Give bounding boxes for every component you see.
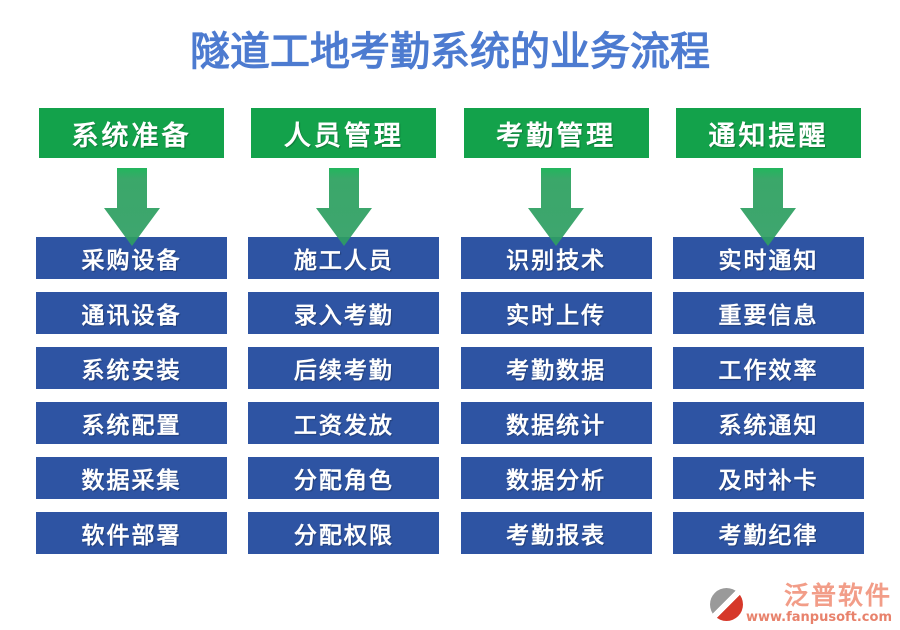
step-box: 重要信息 <box>672 292 864 334</box>
step-box: 及时补卡 <box>672 457 864 499</box>
step-box: 实时通知 <box>672 237 864 279</box>
column-personnel-management: 人员管理 施工人员 录入考勤 后续考勤 工资发放 分配角色 分配权限 <box>248 108 440 554</box>
brand-watermark: 泛普软件 www.fanpusoft.com <box>709 583 892 626</box>
step-box: 分配角色 <box>248 457 440 499</box>
step-box: 系统安装 <box>36 347 227 389</box>
step-box: 数据统计 <box>460 402 652 444</box>
fanpu-logo-icon <box>709 588 743 622</box>
down-arrow-icon <box>528 168 585 246</box>
step-box: 实时上传 <box>460 292 652 334</box>
down-arrow-icon <box>315 168 372 246</box>
brand-url: www.fanpusoft.com <box>745 610 892 626</box>
step-box: 数据采集 <box>36 457 227 499</box>
step-box: 工作效率 <box>672 347 864 389</box>
step-box: 系统配置 <box>36 402 227 444</box>
step-box: 软件部署 <box>36 512 227 554</box>
column-notification-reminder: 通知提醒 实时通知 重要信息 工作效率 系统通知 及时补卡 考勤纪律 <box>672 108 864 554</box>
step-list: 实时通知 重要信息 工作效率 系统通知 及时补卡 考勤纪律 <box>672 237 864 554</box>
step-box: 后续考勤 <box>248 347 440 389</box>
step-box: 考勤纪律 <box>672 512 864 554</box>
column-system-preparation: 系统准备 采购设备 通讯设备 系统安装 系统配置 数据采集 软件部署 <box>36 108 227 554</box>
stage-header-attendance-management: 考勤管理 <box>463 108 649 158</box>
step-box: 系统通知 <box>672 402 864 444</box>
step-box: 考勤数据 <box>460 347 652 389</box>
brand-name: 泛普软件 <box>783 581 892 611</box>
step-box: 考勤报表 <box>460 512 652 554</box>
down-arrow-icon <box>740 168 797 246</box>
step-box: 工资发放 <box>248 402 440 444</box>
step-box: 录入考勤 <box>248 292 440 334</box>
step-list: 施工人员 录入考勤 后续考勤 工资发放 分配角色 分配权限 <box>248 237 440 554</box>
stage-header-notification-reminder: 通知提醒 <box>675 108 861 158</box>
stage-header-system-preparation: 系统准备 <box>39 108 224 158</box>
step-list: 采购设备 通讯设备 系统安装 系统配置 数据采集 软件部署 <box>36 237 227 554</box>
step-list: 识别技术 实时上传 考勤数据 数据统计 数据分析 考勤报表 <box>460 237 652 554</box>
step-box: 施工人员 <box>248 237 440 279</box>
column-attendance-management: 考勤管理 识别技术 实时上传 考勤数据 数据统计 数据分析 考勤报表 <box>460 108 652 554</box>
page-title: 隧道工地考勤系统的业务流程 <box>190 28 710 75</box>
stage-header-personnel-management: 人员管理 <box>251 108 437 158</box>
step-box: 数据分析 <box>460 457 652 499</box>
step-box: 分配权限 <box>248 512 440 554</box>
step-box: 通讯设备 <box>36 292 227 334</box>
flow-columns: 系统准备 采购设备 通讯设备 系统安装 系统配置 数据采集 软件部署 <box>0 108 900 554</box>
brand-text-block: 泛普软件 www.fanpusoft.com <box>746 583 892 626</box>
down-arrow-icon <box>103 168 160 246</box>
